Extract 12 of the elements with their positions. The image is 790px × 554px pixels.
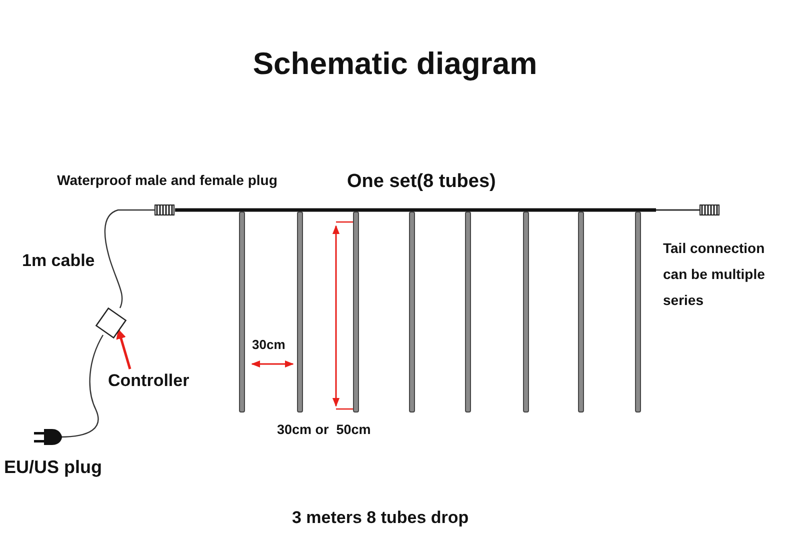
controller-box [94,306,128,340]
diagram-title: Schematic diagram [252,45,538,83]
annotation-text: Tail connection can be multiple series [663,239,766,310]
annotation-text: One set(8 tubes) [347,171,496,194]
annotation-text: 3 meters 8 tubes drop [292,508,469,528]
annotation-text: 30cm [252,337,286,353]
annotation-text: 1m cable [22,251,95,272]
annotation-text: Waterproof male and female plug [57,172,278,189]
annotation-text: EU/US plug [4,457,102,479]
annotation-text: 30cm or 50cm [277,422,371,438]
callout-text: Controller [108,371,190,391]
leader-arrow [116,328,132,370]
